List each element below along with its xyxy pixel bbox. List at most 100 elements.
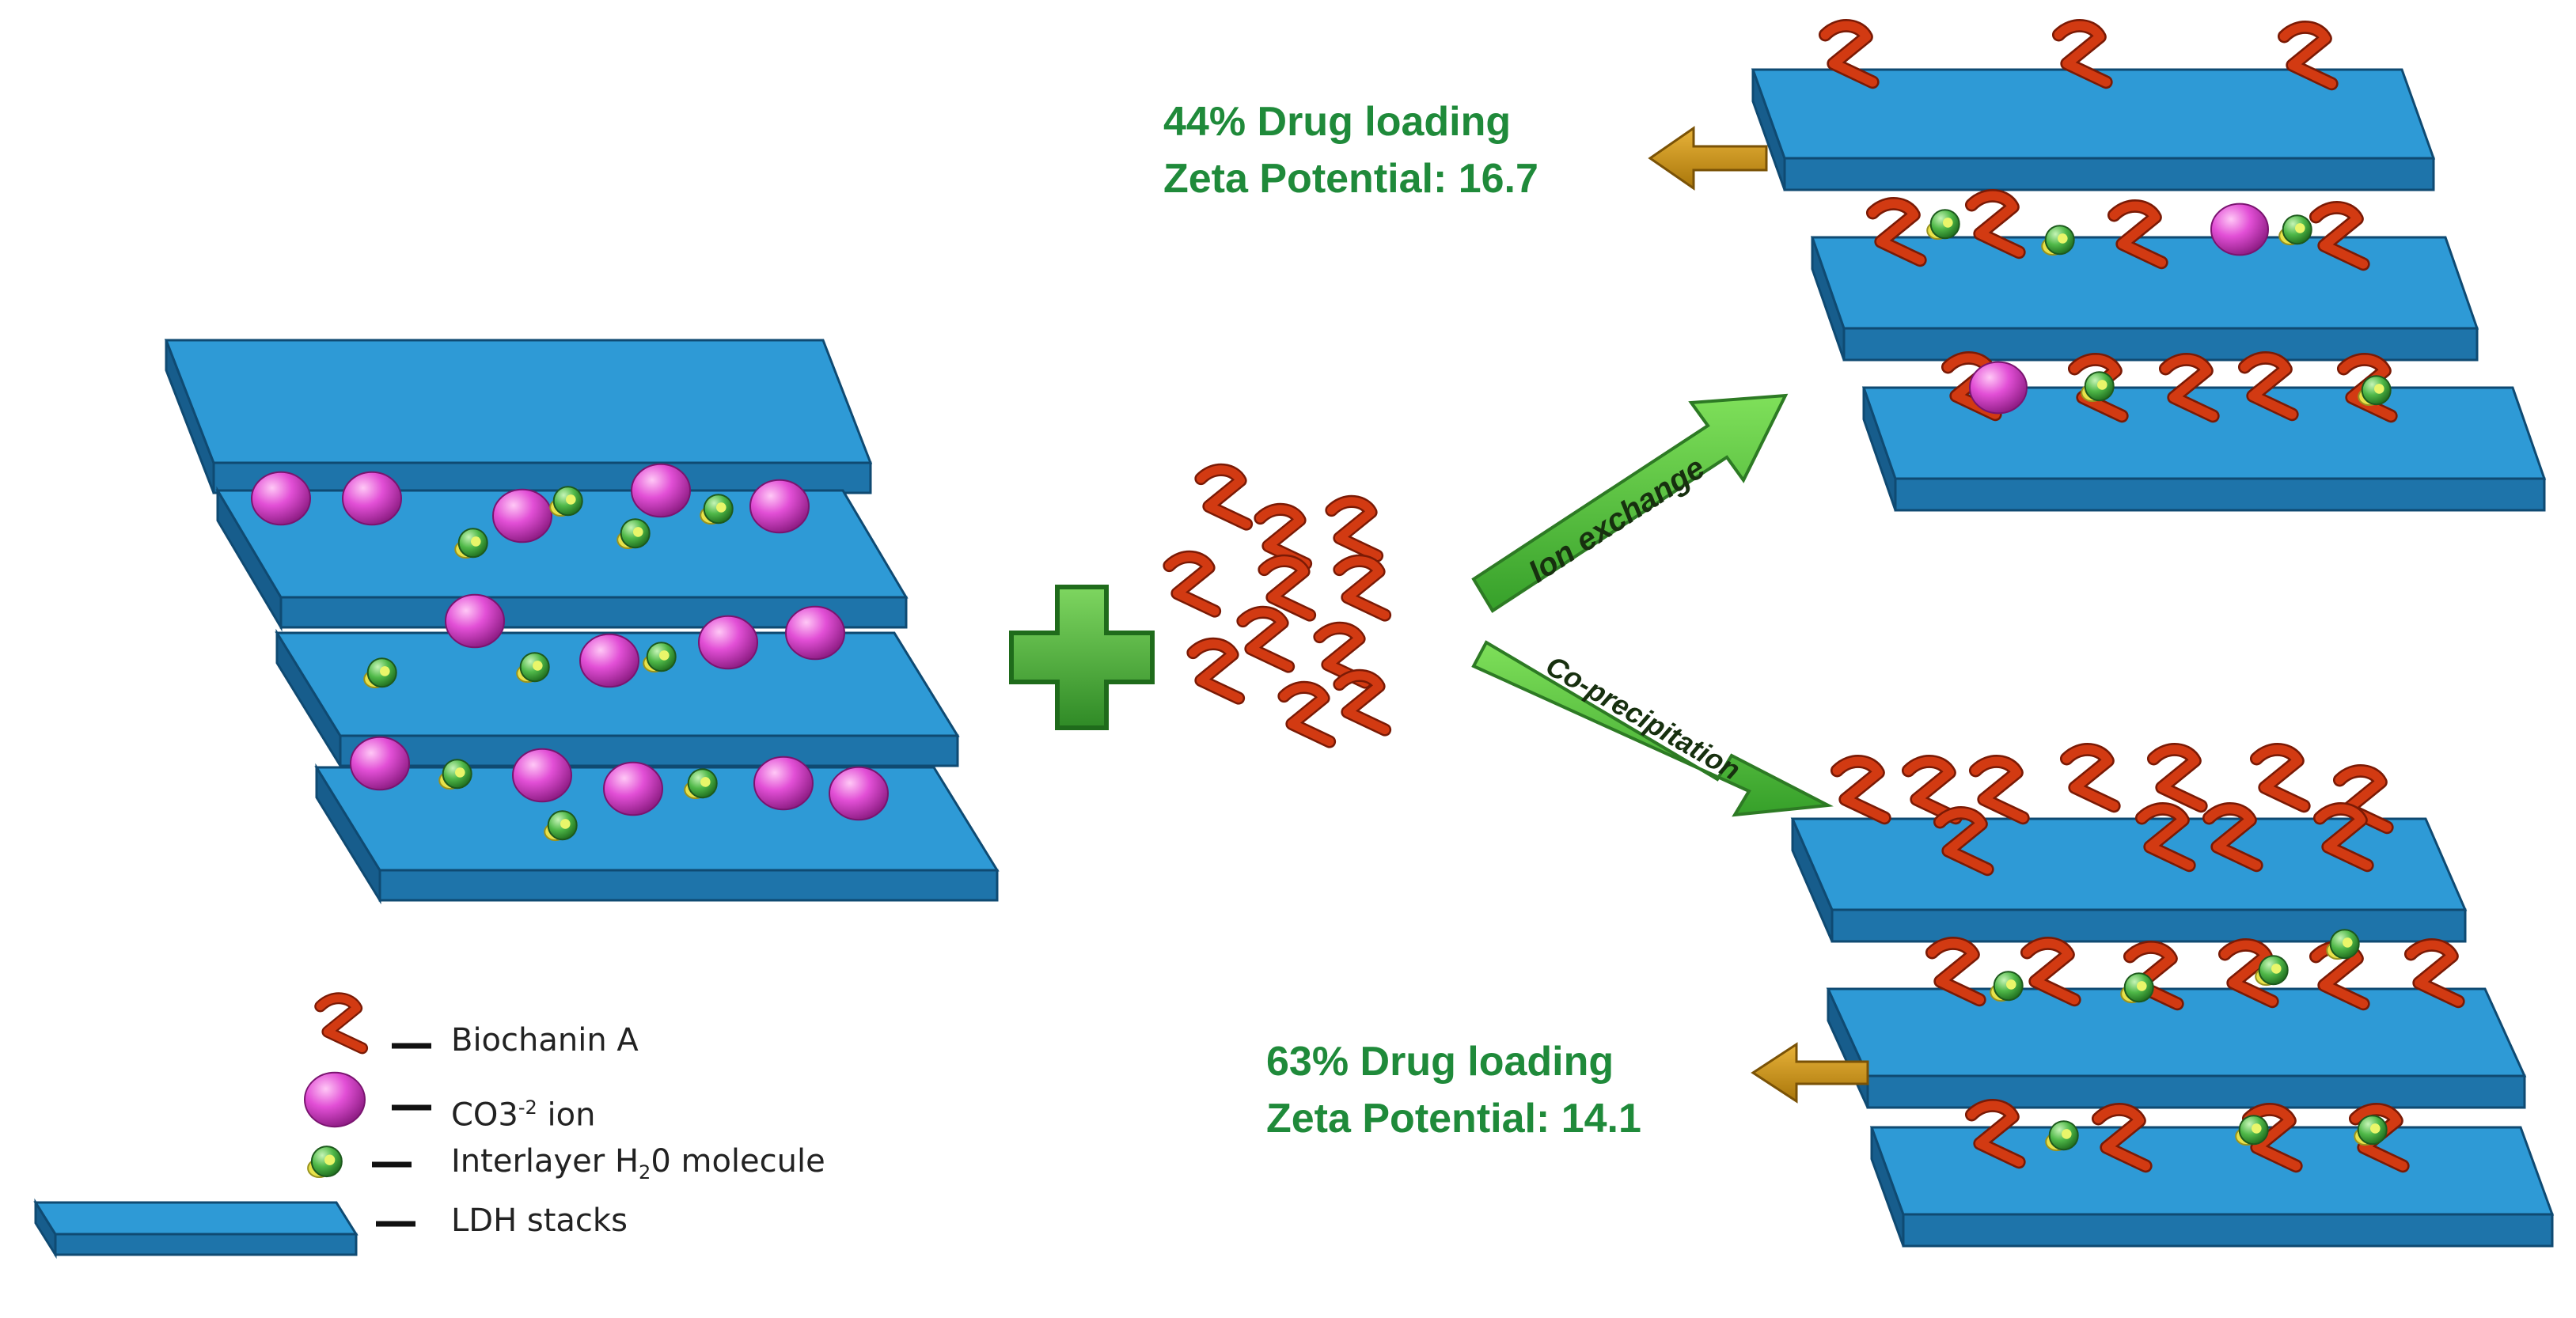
carbonate-sphere-icon xyxy=(749,479,810,534)
water-molecule-icon xyxy=(2041,225,2075,256)
biochanin-a-squiggle-icon xyxy=(2123,941,2184,1011)
biochanin-a-squiggle-icon xyxy=(1865,197,1927,267)
legend-ldh: LDH stacks xyxy=(451,1202,628,1239)
biochanin-a-squiggle-icon xyxy=(2051,19,2113,89)
biochanin-a-squiggle-icon xyxy=(2312,802,2374,873)
ldh-slab xyxy=(1751,68,2436,191)
biochanin-a-squiggle-icon xyxy=(2332,764,2394,835)
carbonate-sphere-icon xyxy=(1969,361,2028,415)
water-molecule-icon xyxy=(2045,1120,2079,1152)
water-molecule-icon xyxy=(438,759,472,790)
coprecipitation-result: 63% Drug loading Zeta Potential: 14.1 xyxy=(1266,1033,1641,1147)
biochanin-a-squiggle-icon xyxy=(2020,937,2081,1007)
biochanin-a-squiggle-icon xyxy=(1236,605,1296,673)
carbonate-sphere-icon xyxy=(603,761,663,816)
biochanin-a-squiggle-icon xyxy=(2348,1103,2410,1173)
legend-water: Interlayer H20 molecule xyxy=(451,1143,825,1184)
water-molecule-icon xyxy=(643,642,677,673)
biochanin-a-squiggle-icon xyxy=(2202,802,2263,873)
carbonate-sphere-icon xyxy=(579,633,639,688)
biochanin-a-squiggle-icon xyxy=(1333,554,1392,622)
water-molecule-icon xyxy=(363,657,397,689)
ldh-slab xyxy=(1826,987,2527,1109)
coprecipitation-label: Co-precipitation xyxy=(1540,649,1746,786)
biochanin-a-squiggle-icon xyxy=(2059,743,2121,813)
carbonate-sphere-icon xyxy=(251,471,311,526)
biochanin-a-squiggle-icon xyxy=(2403,938,2465,1009)
carbonate-sphere-icon xyxy=(342,471,402,526)
carbonate-sphere-icon xyxy=(753,756,814,811)
biochanin-a-squiggle-icon xyxy=(1277,680,1337,748)
biochanin-a-squiggle-icon xyxy=(2107,199,2168,270)
biochanin-a-squiggle-icon xyxy=(1818,19,1880,89)
biochanin-a-squiggle-icon xyxy=(1933,806,1994,877)
legend-biochanin: Biochanin A xyxy=(451,1022,639,1059)
biochanin-a-squiggle-icon xyxy=(1333,668,1392,737)
water-molecule-icon xyxy=(2081,371,2115,403)
biochanin-a-squiggle-icon xyxy=(2158,353,2220,423)
biochanin-a-squiggle-icon xyxy=(1325,494,1384,562)
coprecipitation-arrow: Co-precipitation xyxy=(1471,640,1834,817)
biochanin-a-squiggle-icon xyxy=(2277,21,2339,91)
carbonate-sphere-icon xyxy=(698,615,758,670)
biochanin-a-squiggle-icon xyxy=(1925,937,1986,1007)
carbonate-sphere-icon xyxy=(631,463,691,518)
biochanin-a-squiggle-icon xyxy=(2249,743,2311,813)
biochanin-a-squiggle-icon xyxy=(1830,755,1891,825)
ldh-slab xyxy=(33,1198,359,1259)
biochanin-a-squiggle-icon xyxy=(2309,201,2370,271)
carbonate-sphere-icon xyxy=(2210,203,2269,256)
biochanin-a-squiggle-icon xyxy=(1313,621,1372,689)
ion-exchange-label: Ion exchange xyxy=(1523,450,1711,589)
biochanin-a-squiggle-icon xyxy=(1163,550,1222,618)
water-molecule-icon xyxy=(1926,209,1960,240)
biochanin-a-squiggle-icon xyxy=(1186,637,1246,705)
water-molecule-icon xyxy=(307,1146,343,1179)
ion-exchange-arrow: Ion exchange xyxy=(1471,393,1789,613)
water-molecule-icon xyxy=(2354,1115,2388,1146)
biochanin-a-squiggle-icon xyxy=(2067,353,2129,423)
biochanin-a-squiggle-icon xyxy=(2146,743,2208,813)
coprecipitation-zeta-potential: Zeta Potential: 14.1 xyxy=(1266,1096,1641,1142)
carbonate-sphere-icon xyxy=(445,593,505,649)
green-plus-icon xyxy=(1009,585,1155,730)
legend-carbonate: CO3-2 ion xyxy=(451,1096,596,1134)
biochanin-a-squiggle-icon xyxy=(2134,802,2196,873)
ldh-slab xyxy=(1810,236,2479,362)
ion-exchange-zeta-potential: Zeta Potential: 16.7 xyxy=(1163,156,1538,202)
water-molecule-icon xyxy=(2358,375,2392,407)
water-molecule-icon xyxy=(2326,929,2360,960)
water-molecule-icon xyxy=(684,768,718,800)
water-molecule-icon xyxy=(544,810,578,842)
ldh-slab xyxy=(164,339,873,494)
biochanin-a-squiggle-icon xyxy=(1254,502,1313,570)
water-molecule-icon xyxy=(2278,214,2312,246)
biochanin-a-squiggle-icon xyxy=(1258,554,1317,622)
carbonate-sphere-icon xyxy=(512,748,572,803)
carbonate-sphere-icon xyxy=(829,766,889,821)
biochanin-a-squiggle-icon xyxy=(1968,755,2030,825)
ion-exchange-result: 44% Drug loading Zeta Potential: 16.7 xyxy=(1163,93,1538,207)
carbonate-sphere-icon xyxy=(492,488,552,543)
carbonate-sphere-icon xyxy=(785,605,845,661)
water-molecule-icon xyxy=(549,486,583,517)
water-molecule-icon xyxy=(454,528,488,559)
biochanin-a-squiggle-icon xyxy=(2336,353,2398,423)
carbonate-sphere-icon xyxy=(350,736,410,791)
biochanin-a-squiggle-icon xyxy=(2217,938,2279,1009)
water-molecule-icon xyxy=(2120,972,2154,1004)
biochanin-a-squiggle-icon xyxy=(2091,1103,2153,1173)
ldh-slab xyxy=(314,763,1000,905)
biochanin-a-squiggle-icon xyxy=(1194,463,1254,531)
interlayer-particles xyxy=(251,19,2465,1227)
biochanin-a-squiggle-icon xyxy=(2241,1103,2303,1173)
biochanin-a-squiggle-icon xyxy=(314,992,369,1055)
water-molecule-icon xyxy=(2235,1115,2269,1146)
ion-exchange-drug-loading: 44% Drug loading xyxy=(1163,99,1512,145)
carbonate-sphere-icon xyxy=(304,1071,366,1128)
water-molecule-icon xyxy=(1990,971,2024,1002)
result-arrow-bottom xyxy=(1751,1042,1869,1104)
ldh-slab xyxy=(1790,817,2468,943)
water-molecule-icon xyxy=(616,518,651,550)
